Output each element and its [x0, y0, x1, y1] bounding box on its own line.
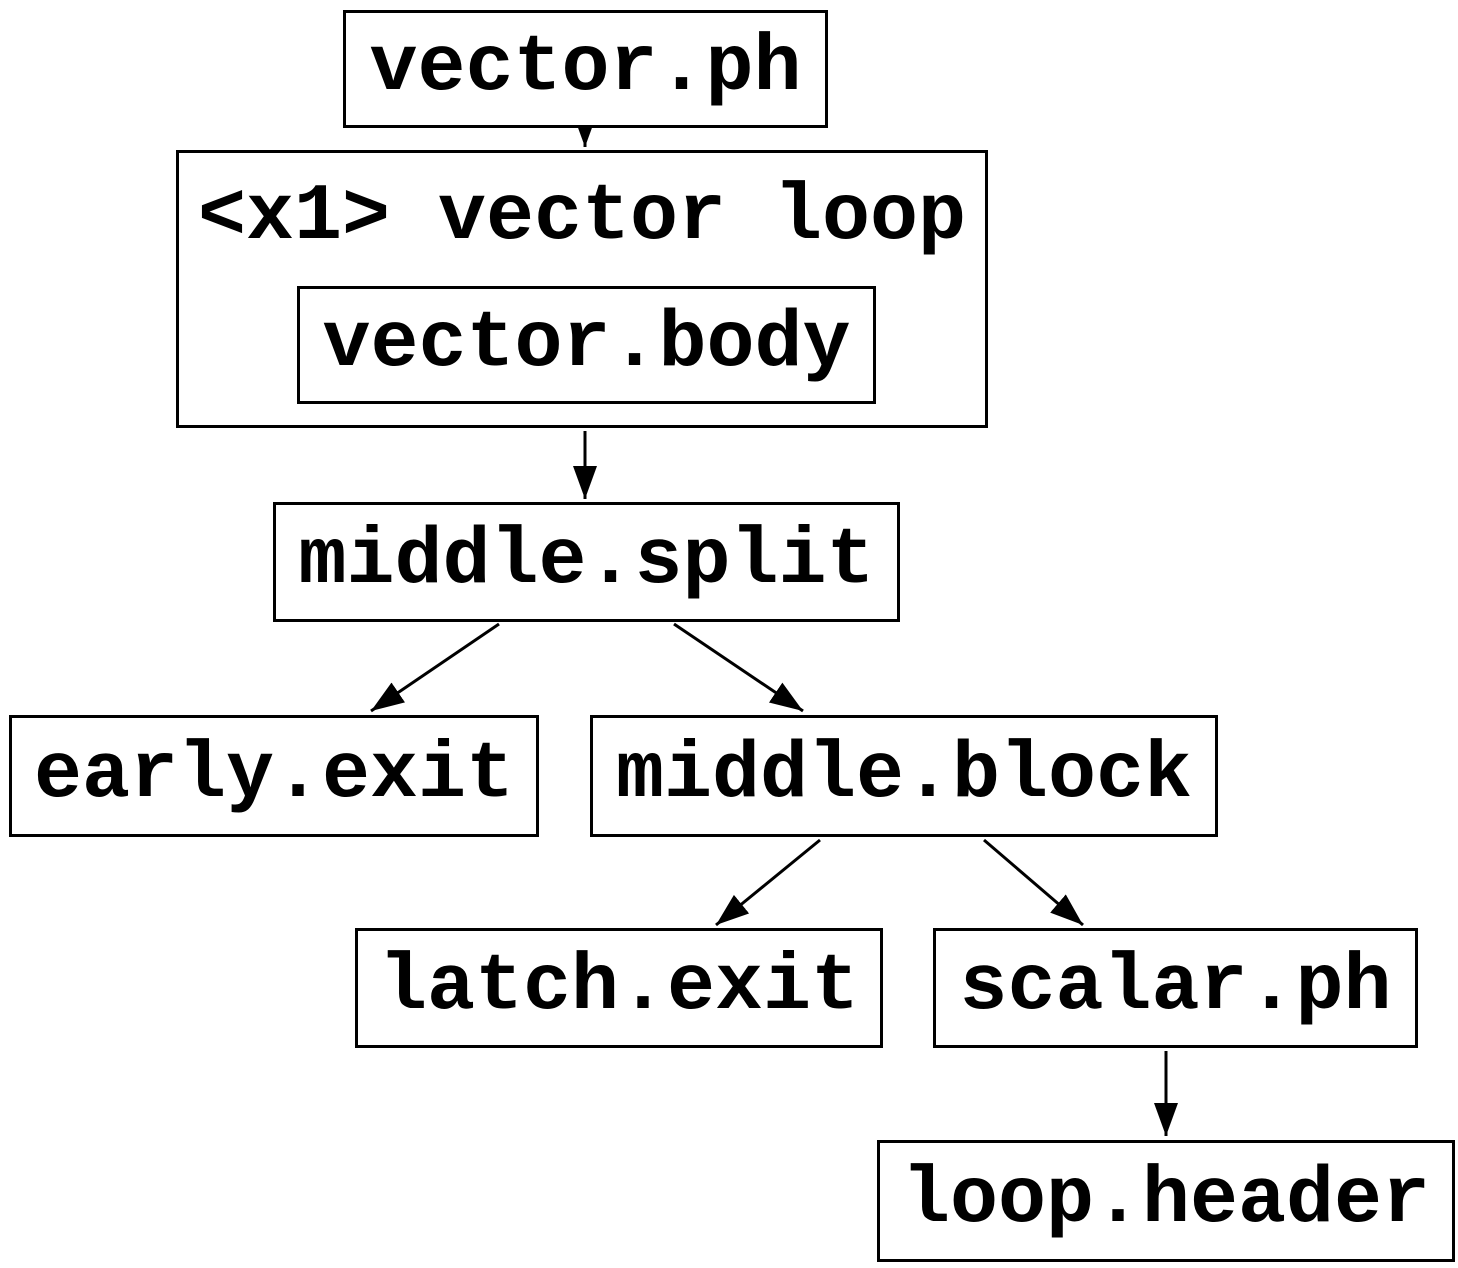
node-middle-split: middle.split [273, 502, 900, 622]
edge-middleblock-to-scalarph [983, 838, 1084, 927]
node-latch-exit-label: latch.exit [378, 942, 860, 1033]
cluster-vector-loop-label: <x1> vector loop [197, 172, 967, 263]
node-scalar-ph-label: scalar.ph [959, 942, 1392, 1033]
node-vector-body: vector.body [297, 286, 876, 404]
node-early-exit: early.exit [9, 715, 539, 837]
node-loop-header: loop.header [877, 1140, 1455, 1262]
node-middle-block: middle.block [590, 715, 1218, 837]
node-vector-ph-label: vector.ph [369, 23, 802, 114]
node-loop-header-label: loop.header [901, 1155, 1431, 1246]
edge-middlesplit-to-earlyexit [370, 622, 500, 713]
edge-middlesplit-to-middleblock [673, 622, 804, 713]
node-early-exit-label: early.exit [33, 730, 515, 821]
node-latch-exit: latch.exit [355, 928, 883, 1048]
node-middle-split-label: middle.split [298, 516, 875, 607]
node-scalar-ph: scalar.ph [933, 928, 1418, 1048]
node-vector-ph: vector.ph [343, 10, 828, 128]
node-vector-body-label: vector.body [322, 299, 851, 390]
edge-middleblock-to-latchexit [715, 838, 821, 927]
node-middle-block-label: middle.block [615, 730, 1193, 821]
cluster-vector-loop: <x1> vector loop vector.body [176, 150, 988, 428]
